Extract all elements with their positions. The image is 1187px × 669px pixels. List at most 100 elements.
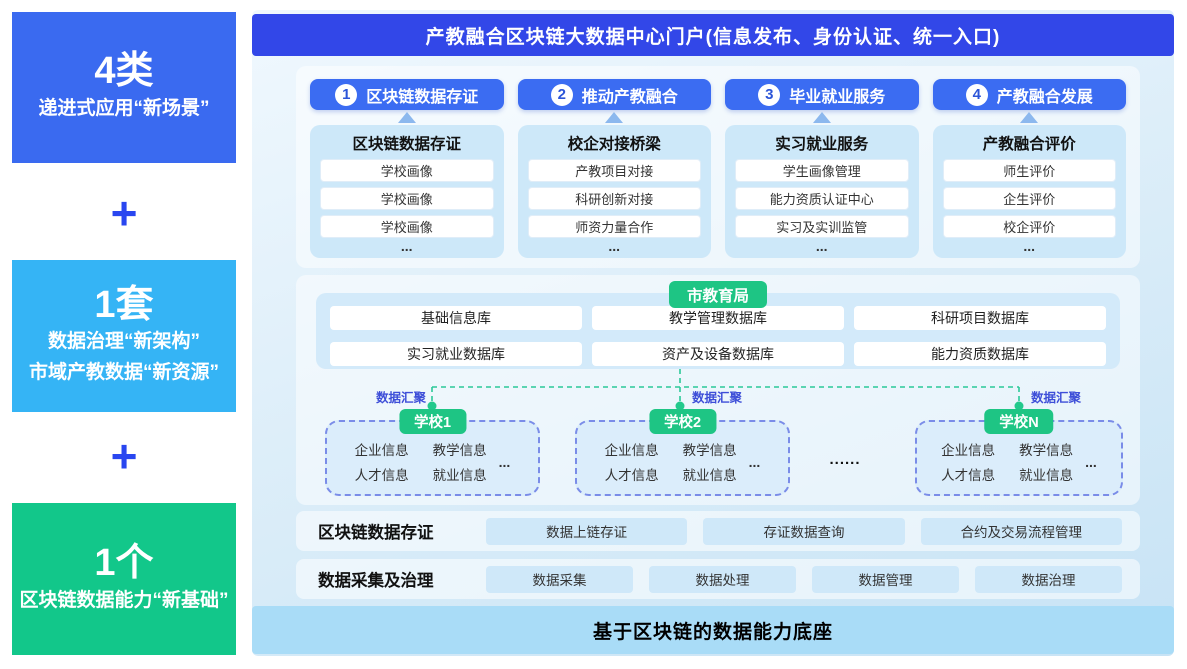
school-item: 教学信息	[1019, 443, 1074, 458]
layer-box: 存证数据查询	[703, 517, 905, 545]
main-panel: 产教融合区块链大数据中心门户(信息发布、身份认证、统一入口) 1 区块链数据存证…	[252, 10, 1174, 656]
card-item: 科研创新对接	[527, 187, 701, 210]
school-badge: 学校N	[984, 409, 1054, 434]
school-item: 教学信息	[432, 443, 487, 458]
arrow-up-icon	[605, 112, 624, 123]
school-box-1: 学校1 企业信息 教学信息 人才信息 就业信息 ...	[325, 409, 540, 496]
app-card: 实习就业服务 学生画像管理 能力资质认证中心 实习及实训监管 ...	[725, 125, 919, 258]
school-item: 人才信息	[354, 468, 409, 483]
layer-box: 数据管理	[812, 565, 959, 593]
foundation-bar: 基于区块链的数据能力底座	[252, 606, 1174, 654]
layer-box: 数据上链存证	[486, 517, 688, 545]
card-more: ...	[608, 238, 621, 254]
card-title: 校企对接桥梁	[567, 136, 661, 153]
card-more: ...	[815, 238, 828, 254]
app-card: 区块链数据存证 学校画像 学校画像 学校画像 ...	[310, 125, 504, 258]
school-item: 企业信息	[604, 443, 659, 458]
tab-blockchain-attestation: 1 区块链数据存证	[310, 79, 504, 110]
block-number: 1套	[94, 283, 154, 326]
number-badge-icon: 1	[335, 83, 358, 106]
block-number: 1个	[94, 541, 154, 584]
sidebar-block-1-foundation: 1个 区块链数据能力“新基础”	[12, 503, 236, 655]
aggregation-label: 数据汇聚	[375, 391, 426, 405]
card-item: 学校画像	[320, 159, 494, 182]
plus-icon: +	[110, 187, 138, 239]
layer-label: 区块链数据存证	[318, 524, 434, 542]
blockchain-attestation-layer: 区块链数据存证 数据上链存证 存证数据查询 合约及交易流程管理	[296, 511, 1140, 551]
tab-graduate-employment: 3 毕业就业服务	[725, 79, 919, 110]
block-number: 4类	[94, 50, 154, 93]
app-column-3: 3 毕业就业服务 实习就业服务 学生画像管理 能力资质认证中心 实习及实训监管 …	[725, 79, 919, 258]
number-badge-icon: 4	[965, 83, 988, 106]
app-column-1: 1 区块链数据存证 区块链数据存证 学校画像 学校画像 学校画像 ...	[310, 79, 504, 258]
block-caption: 数据治理“新架构”	[47, 331, 200, 353]
tab-label: 区块链数据存证	[366, 88, 479, 106]
database-box: 基础信息库	[330, 306, 582, 330]
layer-box: 数据治理	[975, 565, 1122, 593]
card-item: 企生评价	[942, 187, 1116, 210]
school-box-2: 学校2 企业信息 教学信息 人才信息 就业信息 ...	[575, 409, 790, 496]
number-badge-icon: 3	[758, 83, 781, 106]
school-item: 就业信息	[1019, 468, 1074, 483]
app-column-2: 2 推动产教融合 校企对接桥梁 产教项目对接 科研创新对接 师资力量合作 ...	[517, 79, 711, 258]
app-card: 校企对接桥梁 产教项目对接 科研创新对接 师资力量合作 ...	[517, 125, 711, 258]
sidebar-block-1-governance: 1套 数据治理“新架构” 市域产教数据“新资源”	[12, 260, 236, 412]
school-item: 就业信息	[432, 468, 487, 483]
plus-icon: +	[110, 430, 138, 482]
tab-integration-development: 4 产教融合发展	[932, 79, 1126, 110]
card-item: 学生画像管理	[735, 159, 909, 182]
card-item: 能力资质认证中心	[735, 187, 909, 210]
block-caption: 市域产教数据“新资源”	[28, 361, 219, 383]
school-more: ...	[748, 453, 761, 470]
arrow-up-icon	[812, 112, 831, 123]
card-title: 区块链数据存证	[352, 136, 461, 153]
database-box: 科研项目数据库	[854, 306, 1106, 330]
school-more: ...	[498, 453, 511, 470]
card-item: 学校画像	[320, 187, 494, 210]
block-caption: 递进式应用“新场景”	[38, 98, 210, 120]
school-box-n: 学校N 企业信息 教学信息 人才信息 就业信息 ...	[915, 409, 1123, 496]
layer-label: 数据采集及治理	[318, 572, 434, 590]
school-item: 企业信息	[354, 443, 409, 458]
sidebar-block-4-scenarios: 4类 递进式应用“新场景”	[12, 12, 236, 163]
card-title: 实习就业服务	[775, 136, 869, 153]
database-box: 能力资质数据库	[854, 341, 1106, 366]
data-collection-governance-layer: 数据采集及治理 数据采集 数据处理 数据管理 数据治理	[296, 559, 1140, 599]
database-box: 资产及设备数据库	[592, 341, 844, 366]
tab-label: 推动产教融合	[581, 88, 678, 106]
aggregation-label: 数据汇聚	[1031, 391, 1082, 405]
school-item: 人才信息	[941, 468, 996, 483]
card-more: ...	[400, 238, 413, 254]
layer-box: 数据处理	[649, 565, 796, 593]
aggregation-label: 数据汇聚	[692, 391, 743, 405]
arrow-up-icon	[1020, 112, 1039, 123]
school-item: 就业信息	[682, 468, 737, 483]
card-more: ...	[1023, 238, 1036, 254]
schools-ellipsis: ......	[829, 451, 861, 468]
tab-label: 产教融合发展	[996, 88, 1093, 106]
card-item: 学校画像	[320, 215, 494, 238]
layer-box: 合约及交易流程管理	[920, 517, 1122, 545]
school-item: 人才信息	[604, 468, 659, 483]
layer-box: 数据采集	[486, 565, 633, 593]
card-item: 师资力量合作	[527, 215, 701, 238]
portal-header: 产教融合区块链大数据中心门户(信息发布、身份认证、统一入口)	[252, 14, 1174, 56]
tab-promote-integration: 2 推动产教融合	[517, 79, 711, 110]
school-item: 企业信息	[941, 443, 996, 458]
school-item: 教学信息	[682, 443, 737, 458]
app-card: 产教融合评价 师生评价 企生评价 校企评价 ...	[932, 125, 1126, 258]
applications-section: 1 区块链数据存证 区块链数据存证 学校画像 学校画像 学校画像 ... 2	[296, 66, 1140, 268]
card-title: 产教融合评价	[982, 136, 1076, 153]
app-column-4: 4 产教融合发展 产教融合评价 师生评价 企生评价 校企评价 ...	[932, 79, 1126, 258]
database-box: 教学管理数据库	[592, 306, 844, 330]
school-badge: 学校2	[648, 409, 717, 434]
arrow-up-icon	[397, 112, 416, 123]
tab-label: 毕业就业服务	[789, 88, 886, 106]
data-center-section: 市教育局 基础信息库 教学管理数据库 科研项目数据库 实习就业数据库 资产及设备…	[296, 275, 1140, 505]
number-badge-icon: 2	[550, 83, 573, 106]
card-item: 产教项目对接	[527, 159, 701, 182]
school-more: ...	[1085, 453, 1097, 470]
card-item: 实习及实训监管	[735, 215, 909, 238]
database-box: 实习就业数据库	[330, 341, 582, 366]
